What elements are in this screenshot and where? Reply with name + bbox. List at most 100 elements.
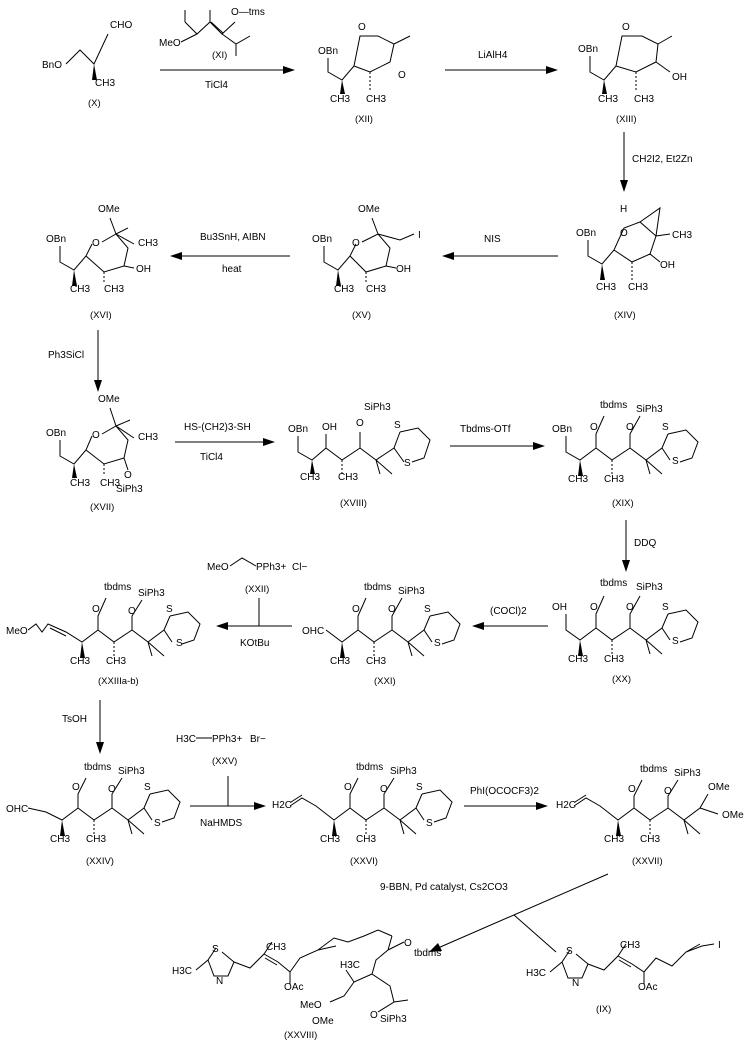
arrow-3: CH2I2, Et2Zn [620,132,693,192]
xv-id: (XV) [352,310,371,321]
compound-xii: OBn O O CH3 CH3 (XII) [318,22,411,125]
xxii-pph3: PPh3+ [256,562,286,573]
compound-xviii: SiPh3 OBn OH O S S CH3 CH3 (XVIII) [288,402,431,509]
compound-xxvi: tbdms SiPh3 H2C O O S S CH3 CH3 (XXVI) [272,762,453,867]
xxiv-s2-label: S [154,818,161,829]
xxviii-id: (XXVIII) [284,1030,317,1041]
xvii-o-label: O [92,430,100,441]
arrow-7: HS-(CH2)3-SH TiCl4 [175,422,275,463]
xviii-obn-label: OBn [288,424,308,435]
xvi-ch3-label: CH3 [138,238,158,249]
xxiv-tbdms-label: tbdms [84,762,111,773]
arrow-5: Bu3SnH, AIBN heat [170,232,290,275]
xii-id: (XII) [355,114,373,125]
xiii-o-label: O [622,22,630,33]
xvi-ch3-b: CH3 [104,284,124,295]
xx-tbdms-label: tbdms [600,578,627,589]
arrow-10-label: (COCl)2 [490,606,527,617]
xix-o1-label: O [590,422,598,433]
xvii-obn-label: OBn [46,428,66,439]
arrow-11: MeO PPh3+ Cl− (XXII) KOtBu [207,557,307,649]
xxvi-id: (XXVI) [350,856,378,867]
xx-o2-label: O [626,602,634,613]
xv-o-label: O [352,238,360,249]
reagent-xi: MeO O—tms (XI) [159,7,265,61]
xxi-id: (XXI) [374,676,396,687]
xxi-tbdms-label: tbdms [364,582,391,593]
arrow-9-label: DDQ [634,538,656,549]
xvii-siph3-label: SiPh3 [116,484,143,495]
xiii-id: (XIII) [616,114,637,125]
xxii-cl: Cl− [292,562,307,573]
ix-i-label: I [718,940,721,951]
xix-s1-label: S [662,422,669,433]
xxv-br: Br− [250,734,266,745]
xxi-ch3-b: CH3 [366,656,386,667]
arrow-14: PhI(OCOCF3)2 [464,786,548,810]
xxi-ch3-a: CH3 [330,656,350,667]
xxvi-s2-label: S [426,818,433,829]
xviii-id: (XVIII) [340,498,367,509]
xi-otms-label: O—tms [231,7,265,18]
arrow-10: (COCl)2 [472,606,548,630]
xiv-h-label: H [620,204,627,215]
xviii-ch3-a: CH3 [300,472,320,483]
arrow-4-label: NIS [484,234,501,245]
xxiii-ch3-b: CH3 [106,656,126,667]
xxiv-ch3-b: CH3 [86,834,106,845]
xxi-ohc-label: OHC [302,626,324,637]
xx-s1-label: S [662,602,669,613]
xviii-oh-label: OH [322,422,337,433]
xxiv-ohc-label: OHC [6,804,28,815]
xv-ch3-b: CH3 [366,284,386,295]
xxiv-ch3-a: CH3 [50,834,70,845]
xxii-meo: MeO [207,562,229,573]
xiv-ch3-b: CH3 [628,282,648,293]
xxvii-o1-label: O [628,784,636,795]
compound-xv: OMe OBn O I OH CH3 CH3 (XV) [312,204,421,321]
xvi-o-label: O [92,238,100,249]
xxiii-o1-label: O [92,604,100,615]
ix-h3c-label: H3C [526,968,546,979]
compound-xix: tbdms SiPh3 OBn O O S S CH3 CH3 (XIX) [552,400,699,509]
arrow-14-label: PhI(OCOCF3)2 [470,786,539,797]
arrow-7-bot: TiCl4 [200,452,223,463]
x-ch3-label: CH3 [95,78,115,89]
xxviii-oac-label: OAc [284,982,303,993]
xxiii-tbdms-label: tbdms [104,582,131,593]
arrow-13: H3C PPh3+ Br− (XXV) NaHMDS [176,734,266,829]
xiv-ch3-a: CH3 [596,282,616,293]
xxvi-siph3-label: SiPh3 [390,766,417,777]
xxviii-n-label: N [216,976,223,987]
compound-xvi: OMe OBn O CH3 OH CH3 CH3 (XVI) [46,204,158,321]
xvi-ch3-a: CH3 [70,284,90,295]
compound-xxiv: tbdms SiPh3 OHC O O S S CH3 CH3 (XXIV) [6,762,181,867]
xxiv-o2-label: O [108,784,116,795]
xvii-ch3-label: CH3 [138,432,158,443]
xv-i-label: I [418,230,421,241]
xxiii-s2-label: S [176,638,183,649]
xx-oh-label: OH [552,602,567,613]
xxv-id: (XXV) [212,756,237,767]
xiv-ch3-label: CH3 [672,230,692,241]
xviii-s2-label: S [404,458,411,469]
xv-ome-label: OMe [358,204,380,215]
xii-ch3-a: CH3 [330,94,350,105]
xxi-s1-label: S [424,604,431,615]
xxviii-meo-label: MeO [300,1000,322,1011]
arrow-15: 9-BBN, Pd catalyst, Cs2CO3 [380,873,609,953]
xxvi-h2c-label: H2C [272,800,292,811]
xii-o-ketone-label: O [398,70,406,81]
xii-obn-label: OBn [318,46,338,57]
ix-oac-label: OAc [638,982,657,993]
xx-o1-label: O [590,602,598,613]
xxiv-siph3-label: SiPh3 [118,766,145,777]
xxviii-h3c-label: H3C [172,966,192,977]
xvi-id: (XVI) [90,310,112,321]
xxiii-id: (XXIIIa-b) [98,676,139,687]
xix-obn-label: OBn [552,424,572,435]
xi-meo-label: MeO [159,38,181,49]
xiii-obn-label: OBn [578,44,598,55]
xxvii-ch3-a: CH3 [604,834,624,845]
xiv-obn-label: OBn [576,228,596,239]
